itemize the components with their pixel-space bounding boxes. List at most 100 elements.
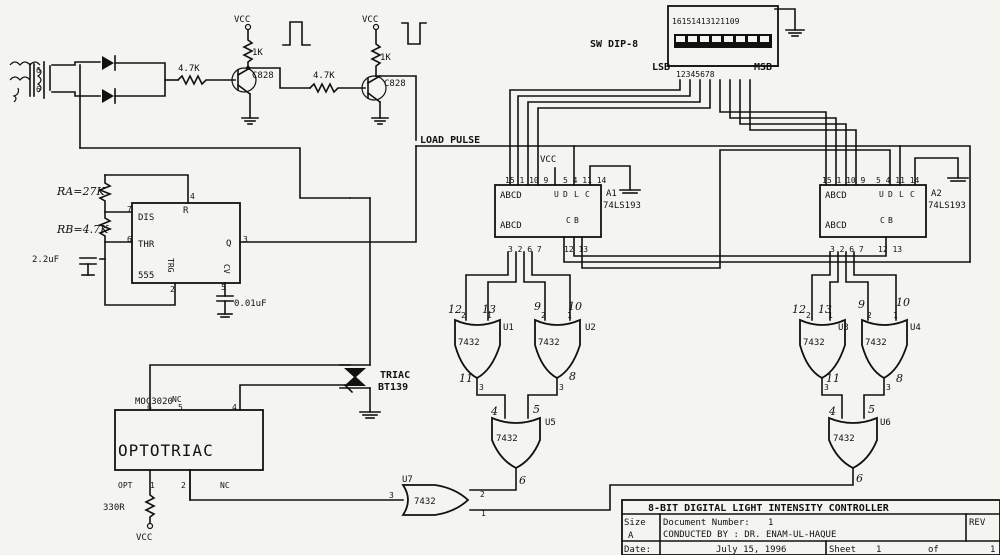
- u4-pin-b: 1: [893, 311, 898, 320]
- u4-part: 7432: [865, 338, 887, 348]
- wire: [531, 251, 571, 321]
- c2-label: 0.01uF: [234, 299, 267, 309]
- a2-pins-bot: 3 2 6 7: [830, 245, 864, 254]
- hand-note: 4: [490, 405, 498, 418]
- u7-pin-a: 2: [480, 490, 485, 499]
- vcc-terminal: [146, 522, 154, 530]
- u3-part: 7432: [803, 338, 825, 348]
- wire: [239, 384, 346, 411]
- timer-pin-r: R: [183, 206, 189, 216]
- a1-dn: D: [563, 190, 568, 199]
- a1-pins-bot2: 12 13: [564, 245, 588, 254]
- opto-name: OPTOTRIAC: [118, 441, 214, 460]
- u2-ref: U2: [585, 323, 596, 333]
- transistor-q1: C828: [231, 66, 274, 96]
- wire: [914, 157, 959, 186]
- dip-lsb: LSB: [652, 62, 670, 73]
- u5-ref: U5: [545, 418, 556, 428]
- a1-part: 74LS193: [603, 201, 641, 211]
- or-gate-u5: 7432 U5: [491, 416, 556, 470]
- opto-nc-bot: NC: [220, 481, 230, 490]
- a1-ld: L: [574, 190, 579, 199]
- hand-note: 9: [534, 300, 541, 313]
- title-of-value: 1: [990, 545, 995, 555]
- resistor-r3: [242, 29, 254, 69]
- wire: [527, 377, 558, 419]
- wire: [821, 377, 843, 419]
- title-of-label: of: [928, 545, 939, 555]
- ground-symbol: [241, 117, 259, 125]
- dip-top-pins: 16151413121109: [672, 17, 740, 26]
- wire: [527, 79, 701, 186]
- hand-note: 5: [533, 403, 540, 416]
- rb-label: RB=4.7K: [56, 223, 109, 236]
- dip-label: SW DIP-8: [590, 39, 638, 50]
- u1-pin-b: 1: [487, 311, 492, 320]
- pulse-waveform-2: [401, 22, 427, 45]
- hand-note: 8: [569, 370, 576, 383]
- title-rev-label: REV: [969, 518, 986, 528]
- wire: [774, 8, 796, 31]
- wire: [537, 79, 711, 186]
- title-date-label: Date:: [624, 545, 651, 555]
- a2-ld: L: [899, 190, 904, 199]
- wire: [589, 165, 631, 191]
- timer-n7: 7: [127, 205, 132, 214]
- a2-out-labels: ABCD: [825, 221, 847, 231]
- pulse-waveform-1: [282, 21, 311, 46]
- hand-note: 12: [448, 303, 462, 316]
- wire: [79, 147, 351, 199]
- wire: [739, 79, 847, 186]
- wire: [719, 79, 827, 186]
- vcc-label: VCC: [234, 15, 250, 25]
- hand-note: 9: [858, 298, 865, 311]
- triac-name: TRIAC: [380, 370, 410, 381]
- wire: [853, 251, 897, 321]
- hand-note: 10: [896, 296, 910, 309]
- hand-note: 12: [792, 303, 806, 316]
- a2-clr: C: [910, 190, 915, 199]
- dip-msb: MSB: [754, 62, 772, 73]
- hand-note: 10: [568, 300, 582, 313]
- vcc-label: VCC: [136, 533, 152, 543]
- r4-label: 1K: [380, 53, 391, 63]
- a2-pins-top: 15 1 10 9: [822, 176, 866, 185]
- hand-note: 6: [519, 474, 526, 487]
- load-pulse-bus: [415, 145, 971, 263]
- opto-p5: 5: [178, 403, 183, 412]
- opto-part: MOC3020: [135, 397, 173, 407]
- resistor-r2: 4.7K: [308, 71, 366, 94]
- a1-ref: A1: [606, 189, 617, 199]
- u7-pin-out: 3: [389, 491, 394, 500]
- wire: [509, 79, 681, 186]
- wire: [476, 377, 506, 419]
- ground-symbol: [619, 189, 641, 194]
- u4-pin-out: 3: [886, 383, 891, 392]
- optotriac: [114, 409, 264, 471]
- timer-pin-dis: DIS: [138, 213, 154, 223]
- u2-part: 7432: [538, 338, 560, 348]
- r330-label: 330R: [103, 503, 125, 513]
- a1-in-labels: ABCD: [500, 191, 522, 201]
- counter-a1: [494, 184, 602, 238]
- hand-note: 13: [482, 303, 496, 316]
- a2-bo: B: [888, 216, 893, 225]
- u4-ref: U4: [910, 323, 921, 333]
- a1-out-labels: ABCD: [500, 221, 522, 231]
- or-gate-u1: 7432 U1 2 1 3: [454, 311, 514, 392]
- timer-n6: 6: [127, 235, 132, 244]
- wire: [863, 377, 885, 419]
- timer-n5: 5: [221, 283, 226, 292]
- ground-symbol: [371, 117, 389, 125]
- ground-symbol: [359, 411, 381, 419]
- wire: [104, 174, 189, 204]
- opto-p1: 1: [150, 481, 155, 490]
- transistor-q2: C828: [361, 74, 406, 104]
- wire: [51, 91, 101, 97]
- wire: [811, 251, 831, 321]
- opto-nc-top: NC: [172, 395, 182, 404]
- opto-opt: OPT: [118, 481, 133, 490]
- dip-toggles: [674, 34, 772, 48]
- timer-555: [131, 202, 241, 284]
- hand-note: 11: [826, 372, 840, 385]
